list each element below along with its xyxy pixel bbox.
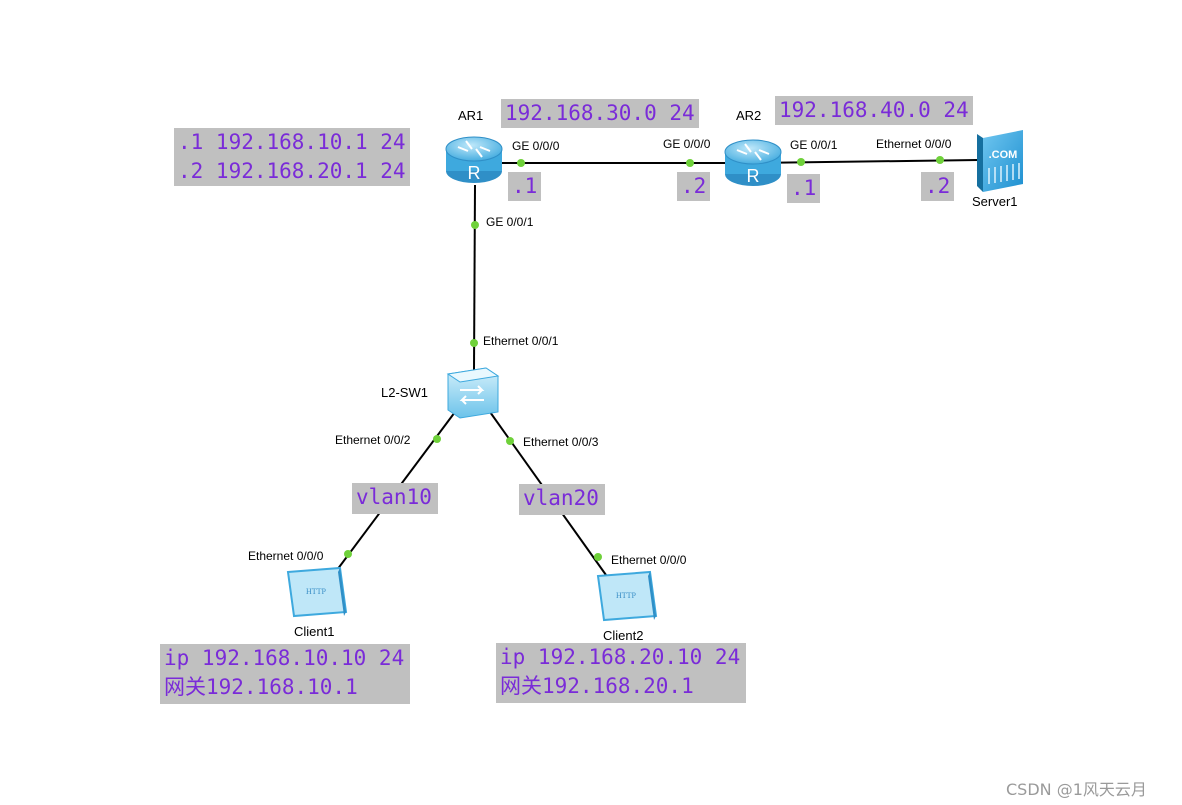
port-dot-client1-eth[interactable] — [344, 550, 352, 558]
note-ar1-ge000-ip: .1 — [508, 172, 542, 201]
label-l2-sw1: L2-SW1 — [381, 385, 428, 400]
note-ar2-ge000-ip: .2 — [677, 172, 711, 201]
port-label-sw-eth2: Ethernet 0/0/2 — [335, 433, 411, 447]
label-ar2: AR2 — [736, 108, 762, 123]
client-icon: HTTP — [286, 566, 348, 618]
client2[interactable]: HTTP — [594, 570, 658, 622]
port-label-sw-eth1: Ethernet 0/0/1 — [483, 334, 559, 348]
port-dot-ar1-ge000[interactable] — [517, 159, 525, 167]
client1[interactable]: HTTP — [284, 566, 348, 618]
router-icon: R — [445, 136, 503, 183]
svg-text:R: R — [468, 163, 481, 183]
note-vlan20: vlan20 — [519, 484, 605, 515]
svg-text:.COM: .COM — [989, 149, 1018, 161]
port-label-sw-eth3: Ethernet 0/0/3 — [523, 435, 599, 449]
client-icon: HTTP — [596, 570, 658, 622]
port-label-client1-eth: Ethernet 0/0/0 — [248, 549, 324, 563]
switch-l2-sw1[interactable] — [442, 364, 502, 420]
router-ar2[interactable]: R — [723, 136, 783, 190]
router-icon: R — [724, 139, 782, 186]
svg-text:HTTP: HTTP — [616, 591, 637, 600]
router-ar1[interactable]: R — [444, 133, 504, 187]
note-vlan10: vlan10 — [352, 483, 438, 514]
label-client2: Client2 — [603, 628, 644, 643]
port-label-client2-eth: Ethernet 0/0/0 — [611, 553, 687, 567]
port-dot-ar2-ge000[interactable] — [686, 159, 694, 167]
port-dot-ar1-ge001[interactable] — [471, 221, 479, 229]
note-net-30: 192.168.30.0 24 — [501, 99, 699, 128]
note-ar2-ge001-ip: .1 — [787, 174, 821, 203]
switch-icon — [446, 367, 500, 419]
note-server-ip: .2 — [921, 172, 955, 201]
note-client2-config: ip 192.168.20.10 24 网关192.168.20.1 — [496, 643, 747, 703]
label-server1: Server1 — [972, 194, 1018, 209]
port-label-ar2-ge001: GE 0/0/1 — [790, 138, 838, 152]
port-label-ar1-ge001: GE 0/0/1 — [486, 215, 534, 229]
label-client1: Client1 — [294, 624, 335, 639]
svg-text:HTTP: HTTP — [306, 587, 327, 596]
note-ar1-subinterfaces: .1 192.168.10.1 24 .2 192.168.20.1 24 — [174, 128, 410, 186]
port-dot-sw-eth2[interactable] — [433, 435, 441, 443]
note-client1-config: ip 192.168.10.10 24 网关192.168.10.1 — [160, 644, 411, 704]
port-label-server-eth: Ethernet 0/0/0 — [876, 137, 952, 151]
link-ar2-server1 — [753, 159, 979, 164]
server1[interactable]: .COM — [975, 128, 1031, 194]
port-label-ar2-ge000: GE 0/0/0 — [663, 137, 711, 151]
port-dot-sw-eth1[interactable] — [470, 339, 478, 347]
port-dot-server-eth[interactable] — [936, 156, 944, 164]
note-net-40: 192.168.40.0 24 — [775, 96, 973, 125]
server-icon: .COM — [977, 130, 1023, 192]
port-dot-sw-eth3[interactable] — [506, 437, 514, 445]
port-dot-ar2-ge001[interactable] — [797, 158, 805, 166]
port-label-ar1-ge000: GE 0/0/0 — [512, 139, 560, 153]
watermark: CSDN @1风天云月 — [1006, 780, 1147, 799]
label-ar1: AR1 — [458, 108, 484, 123]
port-dot-client2-eth[interactable] — [594, 553, 602, 561]
svg-text:R: R — [747, 166, 760, 186]
